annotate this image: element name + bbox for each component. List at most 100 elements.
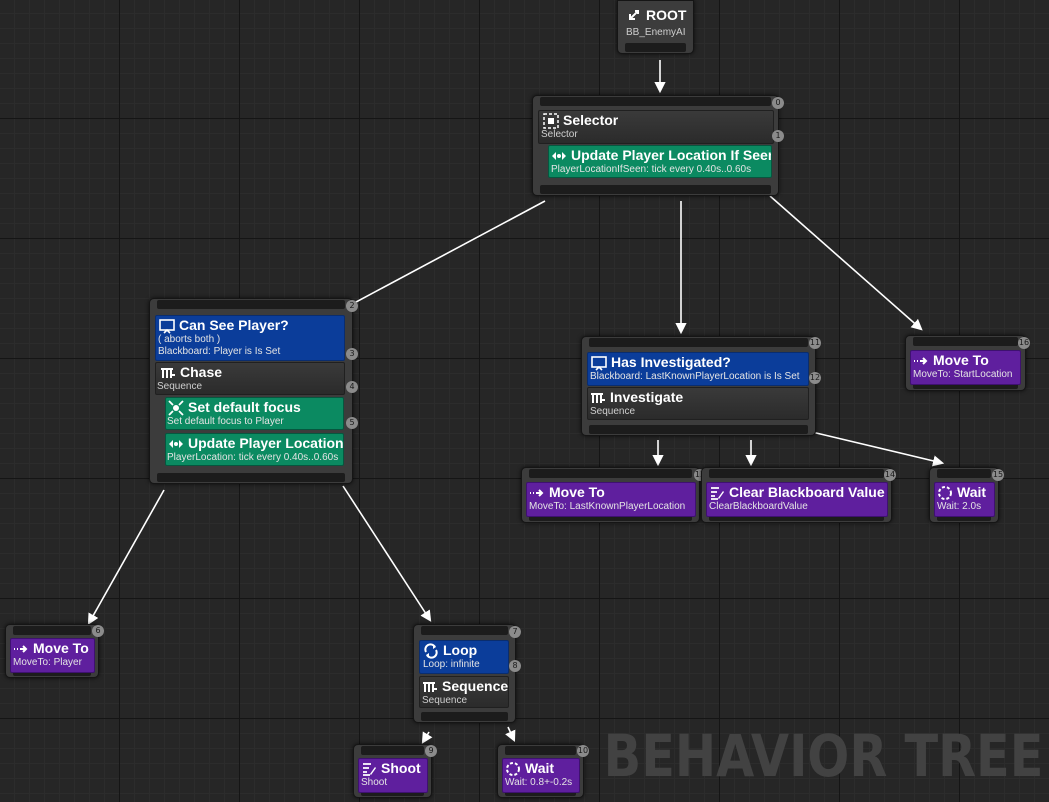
move-to-last-known-node[interactable]: Move To MoveTo: LastKnownPlayerLocation … — [521, 467, 706, 523]
wait-icon — [506, 761, 520, 776]
wire-loop-shoot — [421, 731, 433, 744]
move-to-start-node[interactable]: Move To MoveTo: StartLocation 16 — [905, 335, 1030, 391]
execution-order-badge: 14 — [884, 469, 896, 481]
execution-order-badge: 7 — [509, 626, 521, 638]
focus-icon — [168, 399, 184, 416]
task-desc: Wait: 2.0s — [937, 501, 982, 512]
move-to-arrow-icon — [530, 488, 544, 497]
sequence-icon — [161, 367, 175, 378]
wait-icon — [938, 485, 952, 500]
service-title: Set default focus — [188, 399, 301, 415]
task-desc: ClearBlackboardValue — [709, 501, 808, 512]
wait-long-task[interactable]: Wait Wait: 2.0s — [934, 482, 995, 517]
loop-sequence-node[interactable]: Loop Loop: infinite Sequence Sequence 7 … — [413, 624, 521, 723]
move-to-player-task[interactable]: Move To MoveTo: Player — [10, 638, 95, 673]
blackboard-decorator-icon — [591, 355, 607, 371]
wire-loop-wait — [505, 726, 516, 743]
root-arrow-icon — [629, 9, 639, 20]
composite-title: Chase — [180, 364, 223, 380]
has-investigated-decorator[interactable]: Has Investigated? Blackboard: LastKnownP… — [587, 352, 809, 386]
decorator-desc: Loop: infinite — [423, 659, 480, 670]
clear-blackboard-value-task[interactable]: Clear Blackboard Value ClearBlackboardVa… — [706, 482, 888, 517]
chase-sequence-composite[interactable]: Chase Sequence — [155, 362, 345, 395]
composite-subtitle: Sequence — [157, 381, 203, 392]
execution-order-badge: 2 — [346, 300, 358, 312]
task-title: Move To — [549, 484, 605, 500]
root-title: ROOT — [646, 7, 687, 23]
service-desc: PlayerLocationIfSeen: tick every 0.40s..… — [551, 164, 752, 175]
composite-subtitle: Sequence — [590, 406, 636, 417]
can-see-player-decorator[interactable]: Can See Player? ( aborts both ) Blackboa… — [155, 315, 345, 361]
task-blueprint-icon — [363, 762, 376, 776]
selector-title: Selector — [563, 112, 619, 128]
execution-order-badge: 10 — [577, 745, 589, 757]
move-to-player-node[interactable]: Move To MoveTo: Player 6 — [5, 624, 104, 678]
task-desc: Wait: 0.8+-0.2s — [505, 777, 573, 788]
execution-order-badge: 3 — [346, 348, 358, 360]
wait-long-node[interactable]: Wait Wait: 2.0s 15 — [929, 467, 1004, 523]
sequence-icon — [423, 681, 437, 692]
task-desc: Shoot — [361, 777, 388, 788]
service-desc: PlayerLocation: tick every 0.40s..0.60s — [167, 452, 339, 463]
shoot-task[interactable]: Shoot Shoot — [358, 758, 428, 793]
execution-order-badge: 1 — [772, 130, 784, 142]
execution-order-badge: 9 — [425, 745, 437, 757]
task-blueprint-icon — [711, 486, 724, 500]
task-title: Clear Blackboard Value — [729, 484, 885, 500]
loop-icon — [424, 642, 438, 659]
wire-selector-moveto-start — [769, 195, 923, 331]
execution-order-badge: 11 — [809, 337, 821, 349]
selector-icon — [543, 112, 559, 129]
execution-order-badge: 8 — [509, 660, 521, 672]
decorator-desc: Blackboard: Player is Is Set — [158, 346, 281, 357]
task-desc: MoveTo: LastKnownPlayerLocation — [529, 501, 686, 512]
task-title: Wait — [957, 484, 987, 500]
chase-node[interactable]: Can See Player? ( aborts both ) Blackboa… — [149, 298, 358, 484]
update-player-location-service[interactable]: Update Player Location PlayerLocation: t… — [165, 433, 344, 466]
root-node[interactable]: ROOT BB_EnemyAI — [617, 0, 694, 54]
set-default-focus-service[interactable]: Set default focus Set default focus to P… — [165, 397, 344, 430]
investigate-node[interactable]: Has Investigated? Blackboard: LastKnownP… — [581, 336, 821, 436]
decorator-title: Loop — [443, 642, 478, 658]
composite-title: Investigate — [610, 389, 684, 405]
investigate-sequence-composite[interactable]: Investigate Sequence — [587, 387, 809, 420]
composite-title: Sequence — [442, 678, 509, 694]
selector-composite[interactable]: Selector Selector — [538, 110, 774, 144]
decorator-title: Has Investigated? — [611, 354, 731, 370]
wire-selector-chase — [341, 200, 546, 311]
loop-decorator[interactable]: Loop Loop: infinite — [419, 640, 509, 674]
loop-sequence-composite[interactable]: Sequence Sequence — [419, 676, 509, 708]
execution-order-badge: 0 — [772, 97, 784, 109]
decorator-desc: Blackboard: LastKnownPlayerLocation is I… — [590, 371, 800, 382]
sequence-icon — [591, 392, 605, 403]
root-blackboard: BB_EnemyAI — [626, 27, 686, 38]
execution-order-badge: 16 — [1018, 337, 1030, 349]
service-diamond-icon — [169, 439, 183, 448]
task-title: Move To — [933, 352, 989, 368]
task-title: Move To — [33, 640, 89, 656]
decorator-abort-mode: ( aborts both ) — [158, 334, 221, 345]
service-title: Update Player Location — [188, 435, 344, 451]
selector-subtitle: Selector — [541, 129, 578, 140]
task-desc: MoveTo: StartLocation — [913, 369, 1013, 380]
move-to-start-task[interactable]: Move To MoveTo: StartLocation — [910, 350, 1021, 385]
clear-blackboard-value-node[interactable]: Clear Blackboard Value ClearBlackboardVa… — [701, 467, 896, 523]
selector-node[interactable]: Selector Selector Update Player Location… — [532, 95, 784, 196]
decorator-title: Can See Player? — [179, 317, 289, 333]
task-desc: MoveTo: Player — [13, 657, 82, 668]
wire-chase-moveto-player — [87, 489, 165, 625]
update-player-location-if-seen-service[interactable]: Update Player Location If Seen PlayerLoc… — [548, 145, 772, 178]
execution-order-badge: 6 — [92, 625, 104, 637]
task-title: Shoot — [381, 760, 421, 776]
wait-short-task[interactable]: Wait Wait: 0.8+-0.2s — [502, 758, 580, 793]
move-to-arrow-icon — [14, 644, 28, 653]
move-to-last-known-task[interactable]: Move To MoveTo: LastKnownPlayerLocation — [526, 482, 696, 517]
composite-subtitle: Sequence — [422, 695, 468, 706]
service-desc: Set default focus to Player — [167, 416, 284, 427]
service-diamond-icon — [552, 151, 566, 160]
service-title: Update Player Location If Seen — [571, 147, 772, 163]
shoot-node[interactable]: Shoot Shoot 9 — [353, 744, 437, 798]
execution-order-badge: 4 — [346, 381, 358, 393]
wait-short-node[interactable]: Wait Wait: 0.8+-0.2s 10 — [497, 744, 589, 798]
